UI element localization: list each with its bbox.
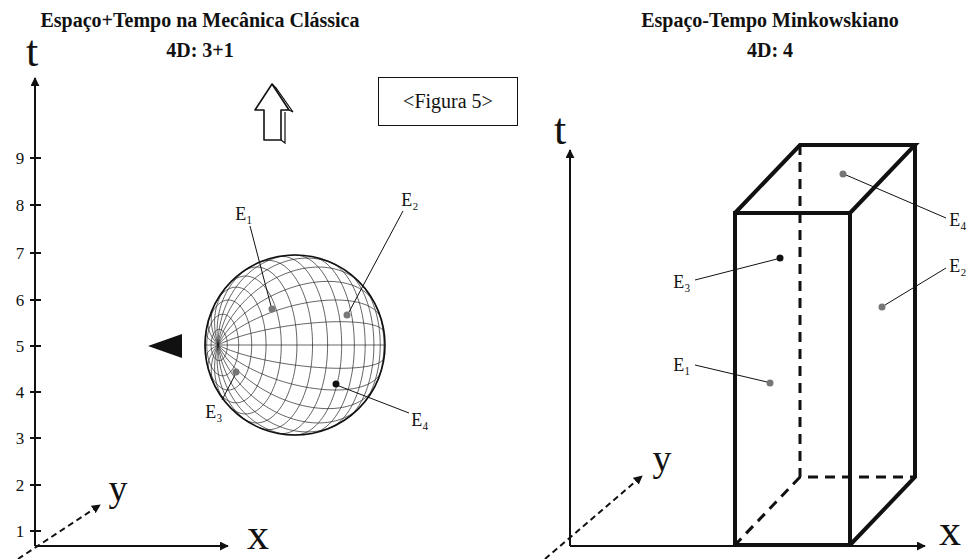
sphere-grid-line (218, 345, 336, 432)
event-label: E₃ (205, 403, 222, 421)
event-dot (233, 369, 240, 376)
sphere-grid-line (206, 333, 218, 345)
t-axis (569, 150, 571, 546)
axis-label: y (109, 469, 128, 507)
axis-label: t (26, 30, 38, 74)
axis-label: y (653, 439, 672, 477)
event-leaders (695, 175, 946, 382)
tick-number: 5 (16, 338, 25, 355)
sphere-grid-line (218, 345, 385, 346)
event-label: E₁ (235, 205, 252, 223)
y-axis (545, 476, 642, 559)
event-dot (344, 312, 351, 319)
event-leaders (222, 211, 409, 413)
sphere-grid-line (218, 345, 361, 423)
event-dot (840, 171, 847, 178)
sphere-grid-line (218, 258, 336, 345)
event-dot (879, 304, 886, 311)
tick-number: 1 (16, 523, 25, 540)
sphere-grid-line (218, 267, 361, 345)
sphere-grid-line (218, 281, 374, 345)
panel-subtitle: 4D: 3+1 (166, 40, 234, 60)
panel-title: Espaço+Tempo na Mecânica Clássica (41, 10, 360, 30)
tick-number: 2 (16, 477, 25, 494)
sphere-grid-line (205, 345, 218, 346)
panel-subtitle: 4D: 4 (747, 40, 793, 60)
figure-caption-box: <Figura 5> (378, 77, 518, 126)
y-axis (18, 505, 100, 559)
tick-number: 3 (16, 430, 25, 447)
event-label: E₂ (401, 191, 418, 209)
sphere-grid-line (218, 345, 374, 409)
event-label: E₂ (949, 257, 966, 275)
sphere-grid-line (208, 320, 218, 345)
t-axis (34, 78, 36, 546)
figure-label: <Figura 5> (403, 90, 493, 112)
pointer-triangle (148, 334, 182, 358)
sphere-grid-line (218, 255, 295, 345)
axis-label: x (939, 509, 961, 553)
event-dot (767, 380, 774, 387)
sphere-grid-line (218, 345, 384, 368)
tick-marks (30, 158, 41, 531)
axis-label: t (554, 108, 566, 152)
sphere-grid-line (218, 345, 295, 435)
tick-number: 6 (16, 292, 25, 309)
tick-number: 9 (16, 150, 25, 167)
event-dot (333, 381, 340, 388)
up-arrow-shade (272, 84, 293, 143)
sphere-outline (205, 255, 385, 435)
axis-label: x (247, 513, 269, 557)
spacetime-prism (735, 145, 915, 545)
event-label: E₄ (949, 211, 966, 229)
event-label: E₁ (673, 356, 690, 374)
tick-number: 8 (16, 197, 25, 214)
event-dot (777, 255, 784, 262)
x-axis (35, 545, 228, 547)
tick-number: 7 (16, 245, 25, 262)
event-label: E₄ (411, 411, 428, 429)
panel-title: Espaço-Tempo Minkowskiano (641, 10, 899, 30)
event-dot (269, 306, 276, 313)
sphere-grid-line (218, 300, 381, 345)
up-arrow (255, 84, 289, 140)
tick-number: 4 (16, 384, 25, 401)
event-label: E₃ (673, 273, 690, 291)
sphere-grid-line (218, 322, 384, 345)
sphere (205, 255, 385, 435)
